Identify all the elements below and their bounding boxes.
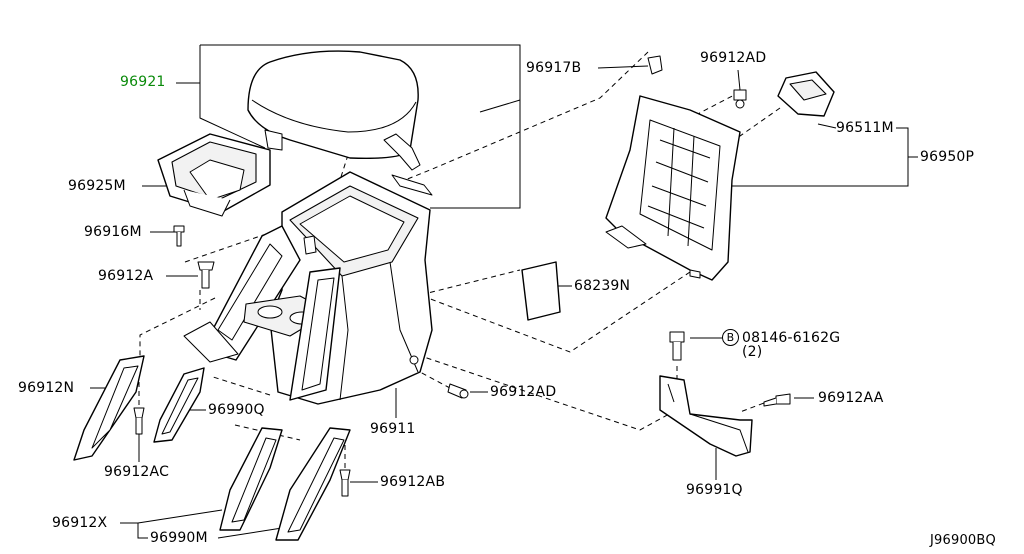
clip-96912A (197, 261, 215, 289)
lid-hinge (383, 133, 433, 196)
label-96912X[interactable]: 96912X (52, 515, 108, 531)
label-96990M[interactable]: 96990M (150, 530, 208, 546)
screw-96912AB (339, 469, 351, 497)
screw-96912AD-lower (447, 383, 469, 399)
label-68239N[interactable]: 68239N (574, 278, 631, 294)
bolt-part-number: 08146-6162G (742, 330, 841, 346)
label-96912A[interactable]: 96912A (98, 268, 154, 284)
center-console-body (183, 171, 433, 405)
diagram-reference: J96900BQ (930, 533, 996, 548)
label-96912AA[interactable]: 96912AA (818, 390, 884, 406)
label-96950P[interactable]: 96950P (920, 149, 975, 165)
storage-tray (157, 133, 271, 217)
label-96991Q[interactable]: 96991Q (686, 482, 743, 498)
label-96912AB[interactable]: 96912AB (380, 474, 446, 490)
clip-96912AC (133, 407, 145, 435)
pad-68239N (521, 261, 561, 321)
side-rails-96990M (219, 427, 351, 541)
label-96917B[interactable]: 96917B (526, 60, 582, 76)
finisher-96990Q (153, 367, 205, 443)
label-96511M[interactable]: 96511M (836, 120, 894, 136)
clip-96917B (647, 55, 663, 75)
label-96921[interactable]: 96921 (120, 74, 166, 90)
armrest-lid (247, 50, 419, 160)
rear-panel-96950P (605, 95, 741, 281)
label-96912N[interactable]: 96912N (18, 380, 75, 396)
label-96911[interactable]: 96911 (370, 421, 416, 437)
bolt-marker-b: B (722, 329, 739, 346)
label-96912AD-lower[interactable]: 96912AD (490, 384, 557, 400)
screw-96916M (173, 225, 185, 247)
label-96916M[interactable]: 96916M (84, 224, 142, 240)
leader-lines (90, 44, 918, 539)
bracket-96912N (73, 355, 145, 461)
ashtray-96511M (777, 71, 835, 117)
label-96990Q[interactable]: 96990Q (208, 402, 265, 418)
label-96912AD-top[interactable]: 96912AD (700, 50, 767, 66)
bolt-08146 (669, 331, 685, 361)
clip-96912AD-top (733, 89, 747, 109)
screw-96912AA (763, 393, 791, 407)
label-96912AC[interactable]: 96912AC (104, 464, 170, 480)
label-96925M[interactable]: 96925M (68, 178, 126, 194)
label-bolt-quantity: (2) (742, 344, 763, 360)
bracket-96991Q (659, 375, 753, 457)
